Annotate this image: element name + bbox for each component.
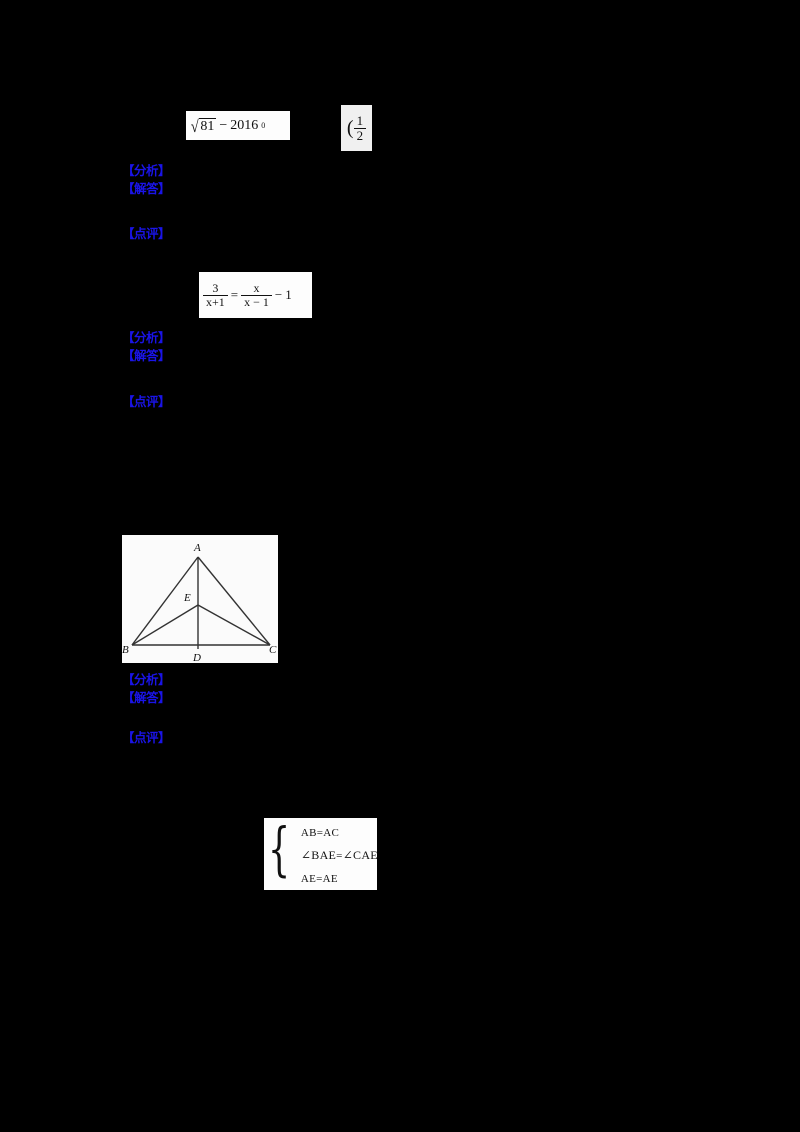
left-brace-icon: { <box>268 818 291 883</box>
square-root-group: √ 81 <box>190 116 217 136</box>
segment-eb <box>131 604 199 646</box>
segment-ab <box>131 556 199 646</box>
left-numerator: 3 <box>212 280 219 295</box>
condition-line-2: ∠BAE=∠CAE <box>301 848 377 863</box>
constant-one: 1 <box>285 287 292 302</box>
radical-icon: √ <box>190 116 199 136</box>
minus-operator-2: − <box>274 287 283 302</box>
vertex-label-c: C <box>269 644 277 656</box>
label-analysis-1: 【分析】 <box>122 163 171 178</box>
vertex-label-d: D <box>192 652 201 663</box>
angle-bae: ∠BAE <box>300 848 337 863</box>
formula-image-rational-equation: 3 x+1 = x x − 1 − 1 <box>199 272 312 318</box>
label-comment-3: 【点评】 <box>122 730 171 745</box>
fraction-one-half: 1 2 <box>353 112 367 143</box>
vertex-label-e: E <box>183 592 191 604</box>
equals-operator: = <box>230 287 239 302</box>
paren-open: ( <box>346 117 354 139</box>
condition-line-3: AE=AE <box>300 873 338 886</box>
label-analysis-3: 【分析】 <box>122 672 171 687</box>
fraction-numerator: 1 <box>356 112 364 128</box>
label-analysis-2: 【分析】 <box>122 330 171 345</box>
formula-image-congruence-conditions: { AB=AC ∠BAE=∠CAE AE=AE <box>264 818 377 890</box>
minus-operator: − <box>219 117 228 133</box>
label-answer-3: 【解答】 <box>122 690 171 705</box>
segment-ac <box>197 556 271 646</box>
condition-line-1: AB=AC <box>300 826 340 839</box>
label-comment-1: 【点评】 <box>122 226 171 241</box>
condition-equals: = <box>336 850 343 863</box>
vertex-label-a: A <box>193 542 201 554</box>
right-numerator: x <box>253 280 260 295</box>
radicand-value: 81 <box>199 117 217 134</box>
segment-ec <box>197 604 271 646</box>
fraction-right: x x − 1 <box>241 282 272 308</box>
label-answer-1: 【解答】 <box>122 181 171 196</box>
figure-triangle-abc: A B C D E <box>122 535 278 663</box>
label-comment-2: 【点评】 <box>122 394 171 409</box>
right-denominator: x − 1 <box>241 294 272 309</box>
angle-cae: ∠CAE <box>342 848 377 863</box>
fraction-left: 3 x+1 <box>203 282 228 308</box>
formula-image-one-half-fragment: ( 1 2 <box>341 105 372 151</box>
triangle-diagram-svg: A B C D E <box>122 542 277 663</box>
left-denominator: x+1 <box>203 294 228 309</box>
base-value: 2016 <box>230 117 259 133</box>
fraction-denominator: 2 <box>353 127 367 143</box>
vertex-label-b: B <box>122 644 129 656</box>
label-answer-2: 【解答】 <box>122 348 171 363</box>
